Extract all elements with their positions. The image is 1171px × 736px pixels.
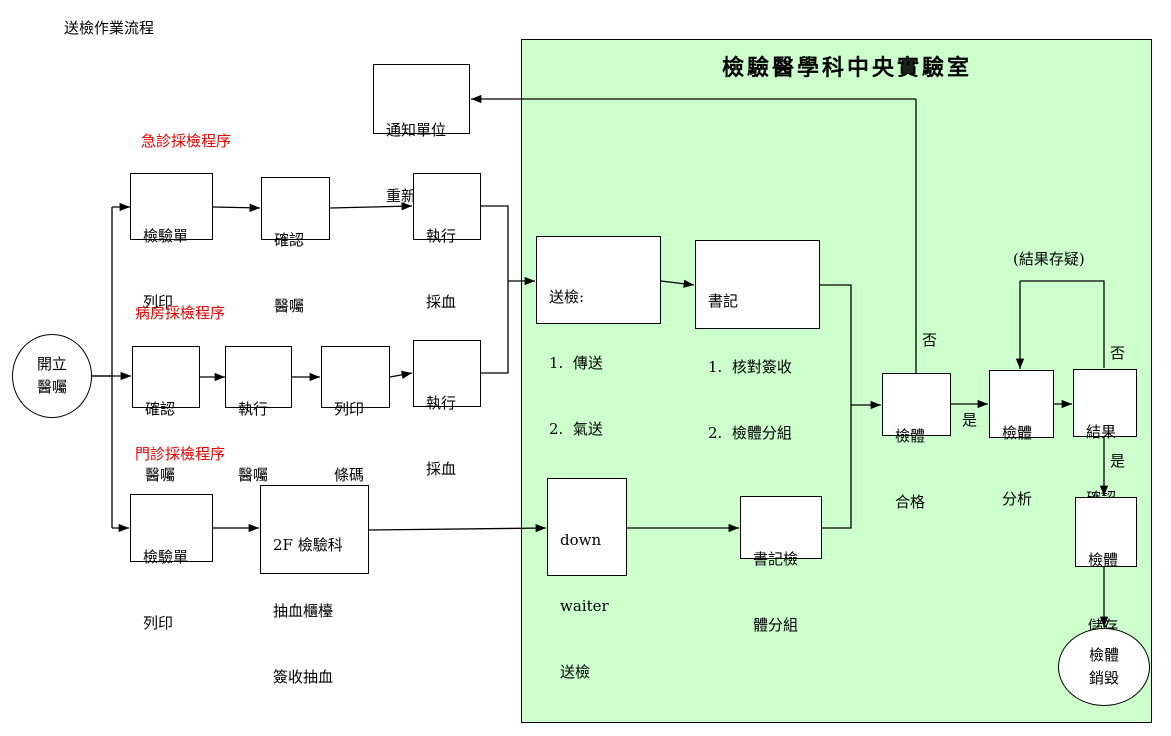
node-storage: 檢體 儲存 — [1075, 497, 1137, 635]
node-qualify-line-1: 檢體 — [895, 427, 926, 445]
node-er-confirm-line-2: 醫囑 — [274, 297, 305, 315]
node-open-order-line-2: 醫囑 — [36, 378, 67, 396]
node-dumbwaiter-line-2: waiter — [560, 597, 609, 615]
label-confirm-no: 否 — [1110, 344, 1126, 362]
node-op-counter-line-3: 簽收抽血 — [273, 668, 334, 686]
node-op-counter-line-2: 抽血櫃檯 — [273, 602, 334, 620]
node-dumbwaiter-line-3: 送檢 — [560, 663, 591, 681]
node-er-confirm-line-1: 確認 — [274, 231, 305, 249]
node-destroy-line-1: 檢體 — [1088, 646, 1119, 664]
node-ward-confirm-line-1: 確認 — [145, 400, 176, 418]
node-send: 送檢: 1. 傳送 2. 氣送 — [536, 236, 661, 438]
node-send-line-3: 2. 氣送 — [549, 420, 603, 438]
node-confirm-result-line-1: 結果 — [1086, 423, 1117, 441]
arrow-er-print-to-confirm — [212, 203, 261, 212]
node-er-print-line-1: 檢驗單 — [143, 227, 189, 245]
arrow-send-to-clerk — [660, 279, 695, 288]
node-ward-exec-line-2: 醫囑 — [238, 466, 269, 484]
node-op-print-line-2: 列印 — [143, 614, 174, 632]
node-er-draw-line-2: 採血 — [426, 293, 457, 311]
node-er-confirm: 確認 醫囑 — [261, 177, 330, 315]
node-op-print: 檢驗單 列印 — [130, 494, 213, 632]
node-clerk: 書記 1. 核對簽收 2. 檢體分組 — [695, 240, 820, 442]
node-clerk-group-line-2: 體分組 — [753, 616, 799, 634]
node-ward-barcode-line-2: 條碼 — [334, 466, 365, 484]
label-doubt: (結果存疑) — [1013, 250, 1085, 268]
node-clerk-line-3: 2. 檢體分組 — [708, 424, 792, 442]
node-dumbwaiter: down waiter 送檢 — [547, 478, 627, 681]
node-ward-exec-line-1: 執行 — [238, 400, 269, 418]
arrow-ward-barcode-to-draw — [389, 370, 413, 379]
node-open-order: 開立 醫囑 — [12, 334, 92, 418]
node-analysis: 檢體 分析 — [989, 370, 1054, 508]
connector-clerk-to-qualify — [820, 284, 852, 405]
section-title-outpatient: 門診採檢程序 — [135, 445, 226, 463]
section-title-emergency: 急診採檢程序 — [141, 132, 232, 150]
node-clerk-line-1: 書記 — [708, 292, 739, 310]
node-op-counter: 2F 檢驗科 抽血櫃檯 簽收抽血 — [260, 485, 369, 686]
node-send-line-2: 1. 傳送 — [549, 354, 603, 372]
node-er-print-line-2: 列印 — [143, 293, 174, 311]
node-notify-line-1: 通知單位 — [386, 121, 447, 139]
node-clerk-group-line-1: 書記檢 — [753, 550, 799, 568]
node-analysis-line-1: 檢體 — [1002, 424, 1033, 442]
node-clerk-group: 書記檢 體分組 — [740, 496, 822, 634]
node-ward-exec: 執行 醫囑 — [225, 346, 292, 484]
label-confirm-yes: 是 — [1110, 452, 1126, 470]
node-qualify-line-2: 合格 — [895, 493, 926, 511]
node-destroy: 檢體 銷毀 — [1058, 628, 1150, 706]
label-qualify-no: 否 — [922, 331, 938, 349]
node-er-draw: 執行 採血 — [413, 173, 481, 311]
node-destroy-line-2: 銷毀 — [1088, 669, 1119, 687]
node-ward-barcode-line-1: 列印 — [334, 400, 365, 418]
node-ward-barcode: 列印 條碼 — [321, 346, 390, 484]
arrow-counter-to-dumbwaiter — [368, 523, 547, 533]
page-title: 送檢作業流程 — [64, 19, 155, 37]
node-ward-confirm: 確認 醫囑 — [132, 346, 200, 484]
section-title-ward: 病房採檢程序 — [135, 304, 226, 322]
node-ward-draw: 執行 採血 — [413, 340, 481, 478]
node-storage-line-1: 檢體 — [1088, 551, 1119, 569]
label-qualify-yes: 是 — [962, 411, 978, 429]
connector-ward-draw-to-send — [481, 281, 509, 374]
node-er-draw-line-1: 執行 — [426, 227, 457, 245]
connector-doubt-loop — [1020, 280, 1105, 368]
node-analysis-line-2: 分析 — [1002, 490, 1033, 508]
node-ward-confirm-line-2: 醫囑 — [145, 466, 176, 484]
node-ward-draw-line-2: 採血 — [426, 460, 457, 478]
node-ward-draw-line-1: 執行 — [426, 394, 457, 412]
node-clerk-line-2: 1. 核對簽收 — [708, 358, 792, 376]
lab-title: 檢驗醫學科中央實驗室 — [722, 55, 973, 81]
connector-clerk-group-to-qualify — [822, 405, 852, 529]
node-er-print: 檢驗單 列印 — [130, 173, 213, 311]
node-confirm-result: 結果 確認 — [1073, 369, 1137, 507]
node-dumbwaiter-line-1: down — [560, 531, 602, 549]
node-op-print-line-1: 檢驗單 — [143, 548, 189, 566]
node-send-line-1: 送檢: — [549, 288, 585, 306]
node-open-order-line-1: 開立 — [36, 355, 67, 373]
connector-er-draw-to-send — [481, 205, 509, 281]
node-qualify: 檢體 合格 — [882, 373, 951, 511]
node-op-counter-line-1: 2F 檢驗科 — [273, 536, 343, 554]
node-notify: 通知單位 重新採檢 — [373, 64, 470, 205]
arrow-er-confirm-to-draw — [329, 202, 413, 211]
